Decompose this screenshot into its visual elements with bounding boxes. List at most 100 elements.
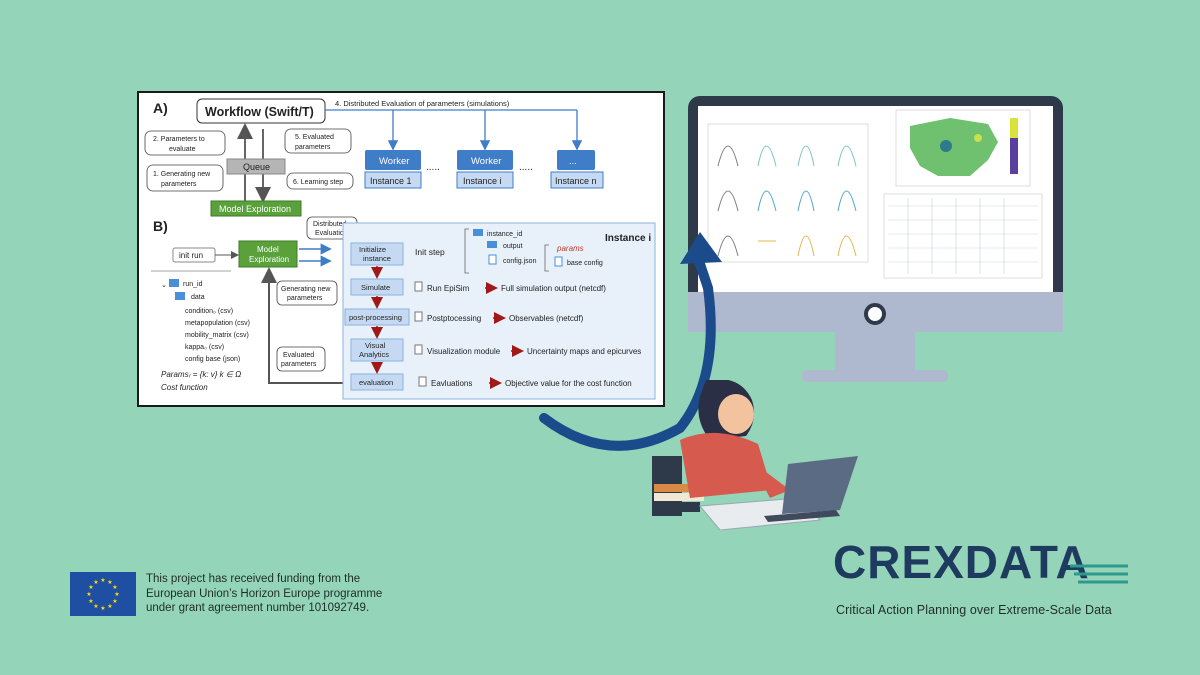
instance-id: instance_id [487,231,523,238]
svg-text:Instance 1: Instance 1 [370,176,412,186]
run-tree: ⌄ run_id data condition₀ (csv) metapopul… [161,279,250,363]
model-exploration-a [210,200,302,217]
callout-evaluated-1: 5. Evaluated [295,134,334,141]
svg-text:metapopulation (csv): metapopulation (csv) [185,320,250,327]
eu-flag-icon: ★★★★ ★★★★ ★★★★ [70,572,136,616]
generating-b-1: Generating new [281,286,331,293]
callout-params-to-evaluate-1: 2. Parameters to [153,136,205,143]
file-icon [414,311,423,322]
params-formula: Params₍ = {k: v} k ∈ Ω [161,370,241,379]
worker-i: Worker Instance i [456,150,514,189]
step-simulate: Simulate Run EpiSim Full simulation outp… [350,278,606,296]
svg-text:★: ★ [93,579,98,586]
init-step: Init step [415,247,445,257]
svg-text:Worker: Worker [379,156,409,167]
svg-text:kappa₀ (csv): kappa₀ (csv) [185,344,224,351]
section-b-label: B) [153,218,168,234]
svg-text:★: ★ [93,603,98,610]
svg-text:★: ★ [107,603,112,610]
cost-function: Cost function [161,383,208,392]
file-icon [414,281,423,292]
distributed-eval-label: 4. Distributed Evaluation of parameters … [335,99,510,108]
svg-text:★: ★ [100,577,105,584]
workflow-diagram: A) Workflow (Swift/T) 4. Distributed Eva… [137,91,665,407]
folder-icon [487,241,497,248]
file-icon [414,344,423,355]
step-post-processing: post-processing Postptocessing Observabl… [344,308,584,326]
dots-2: ..... [519,162,533,173]
step-visual-analytics: Visual Analytics Visualization module Un… [350,338,641,362]
funding-line-2: European Union’s Horizon Europe programm… [146,587,383,600]
callout-learning: 6. Learning step [293,179,343,186]
queue-label: Queue [243,162,270,172]
svg-text:Full simulation output (netcd: Full simulation output (netcdf) [501,284,606,293]
funding-line-1: This project has received funding from t… [146,573,361,585]
svg-text:★: ★ [114,591,119,598]
step-evaluation: evaluation Eavluations Objective value f… [350,373,632,391]
callout-generating-2: parameters [161,181,197,188]
output-folder: output [503,243,523,250]
model-exploration-b-1: Model [257,245,279,254]
distributed-b-1: Distributed [313,221,347,228]
svg-text:Eavluations: Eavluations [431,379,472,388]
workflow-box [196,98,326,124]
svg-text:data: data [191,294,205,301]
svg-text:condition₀ (csv): condition₀ (csv) [185,308,233,315]
svg-text:⌄: ⌄ [161,282,167,289]
svg-text:★: ★ [112,584,117,591]
person-with-laptop-illustration [640,378,870,531]
instance-title: Instance i [605,233,651,244]
logo-stripes [1068,562,1130,586]
svg-text:Run EpiSim: Run EpiSim [427,284,470,293]
svg-text:★: ★ [107,579,112,586]
step-initialize: Initialize instance [350,242,404,266]
svg-text:Instance n: Instance n [555,176,597,186]
dots-1: ..... [426,162,440,173]
params-label: params [556,244,584,253]
svg-text:Initialize: Initialize [359,245,386,254]
worker-1: Worker Instance 1 [364,150,422,189]
svg-text:Simulate: Simulate [361,283,390,292]
folder-icon [175,292,185,300]
svg-text:★: ★ [86,591,91,598]
callout-generating-1: 1. Generating new [153,171,211,178]
section-a-label: A) [153,100,168,116]
svg-text:mobility_matrix (csv): mobility_matrix (csv) [185,332,249,339]
svg-text:Worker: Worker [471,156,501,167]
generating-b-2: parameters [287,295,323,302]
svg-text:evaluation: evaluation [359,378,393,387]
file-icon [488,254,497,265]
svg-text:Instance i: Instance i [463,176,502,186]
svg-text:★: ★ [100,605,105,612]
funding-statement: This project has received funding from t… [146,572,406,616]
svg-text:Analytics: Analytics [359,350,389,359]
monitor-icon [688,96,1063,382]
svg-text:post-processing: post-processing [349,313,402,322]
svg-text:Visualization module: Visualization module [427,347,501,356]
svg-text:Uncertainty maps and epicurves: Uncertainty maps and epicurves [527,347,641,356]
workflow-title: Workflow (Swift/T) [205,105,314,119]
model-exploration-a-label: Model Exploration [219,204,291,214]
svg-text:Observables (netcdf): Observables (netcdf) [509,314,584,323]
funding-line-3: under grant agreement number 101092749. [146,602,370,614]
callout-evaluated-2: parameters [295,144,331,151]
file-icon [554,256,563,267]
svg-text:...: ... [569,156,577,167]
folder-icon [473,229,483,236]
worker-n: ... Instance n [550,150,604,189]
svg-text:★: ★ [88,584,93,591]
svg-text:Postptocessing: Postptocessing [427,314,481,323]
evaluated-b-2: parameters [281,361,317,368]
brand-tagline: Critical Action Planning over Extreme-Sc… [836,603,1112,617]
model-exploration-b-2: Exploration [249,255,289,264]
svg-text:★: ★ [88,598,93,605]
callout-params-to-evaluate-2: evaluate [169,146,196,153]
queue-box [226,158,286,175]
diagram-canvas: A) Workflow (Swift/T) 4. Distributed Eva… [144,98,656,400]
distributed-b-2: Evaluation [315,230,348,237]
svg-text:★: ★ [112,598,117,605]
folder-icon [169,279,179,287]
svg-text:config base (json): config base (json) [185,356,240,363]
init-run: init run [179,251,203,260]
config-json: config.json [503,258,537,265]
